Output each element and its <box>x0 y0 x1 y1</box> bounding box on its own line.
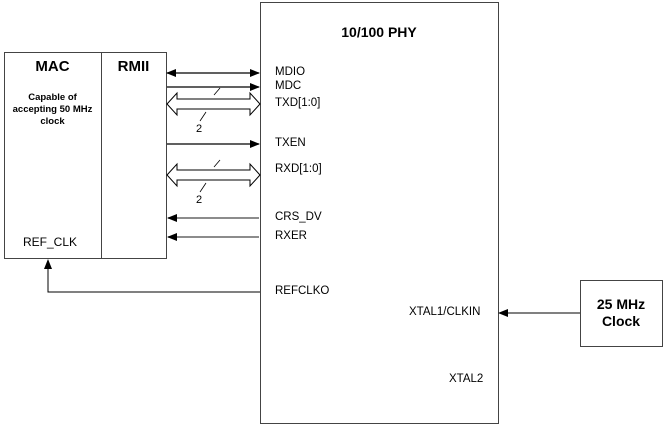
rxd-bus-arrow <box>166 162 261 188</box>
phy-box <box>260 2 499 424</box>
signal-label-mdc: MDC <box>275 80 302 92</box>
clock-title: 25 MHz Clock <box>580 296 662 330</box>
txd-bus-arrow <box>166 91 261 117</box>
mac-box <box>4 52 102 259</box>
ref-clk-label: REF_CLK <box>23 235 78 249</box>
mac-note-line-1: Capable of <box>28 92 77 103</box>
rxd-bus-width-label: 2 <box>196 194 203 206</box>
rxd-bus-slash-top <box>213 159 221 168</box>
clock-title-line-1: 25 MHz <box>596 296 646 312</box>
signal-label-txd: TXD[1:0] <box>275 97 321 109</box>
signal-label-mdio: MDIO <box>275 66 306 78</box>
signal-label-refclko: REFCLKO <box>275 285 330 297</box>
phy-title: 10/100 PHY <box>341 24 417 40</box>
txd-bus-slash-top <box>213 87 221 96</box>
txd-bus-width-label: 2 <box>196 123 203 135</box>
mac-title: MAC <box>35 58 70 75</box>
refclko-line <box>44 259 260 293</box>
pin-label-xtal2: XTAL2 <box>449 373 484 385</box>
mac-note-line-3: clock <box>40 116 65 127</box>
pin-label-xtal1-clkin: XTAL1/CLKIN <box>409 306 481 318</box>
rxd-bus-slash-bottom <box>199 182 207 193</box>
signal-label-rxer: RXER <box>275 230 307 242</box>
signal-label-rxd: RXD[1:0] <box>275 163 322 175</box>
clock-title-line-2: Clock <box>601 313 641 329</box>
mac-note-line-2: accepting 50 MHz <box>12 104 93 115</box>
signal-label-crs-dv: CRS_DV <box>275 211 322 223</box>
clock-box <box>580 280 663 347</box>
signal-label-txen: TXEN <box>275 137 306 149</box>
rmii-box <box>101 52 167 259</box>
mac-note: Capable of accepting 50 MHz clock <box>4 92 101 128</box>
rmii-title: RMII <box>117 58 150 75</box>
txd-bus-slash-bottom <box>199 111 207 122</box>
